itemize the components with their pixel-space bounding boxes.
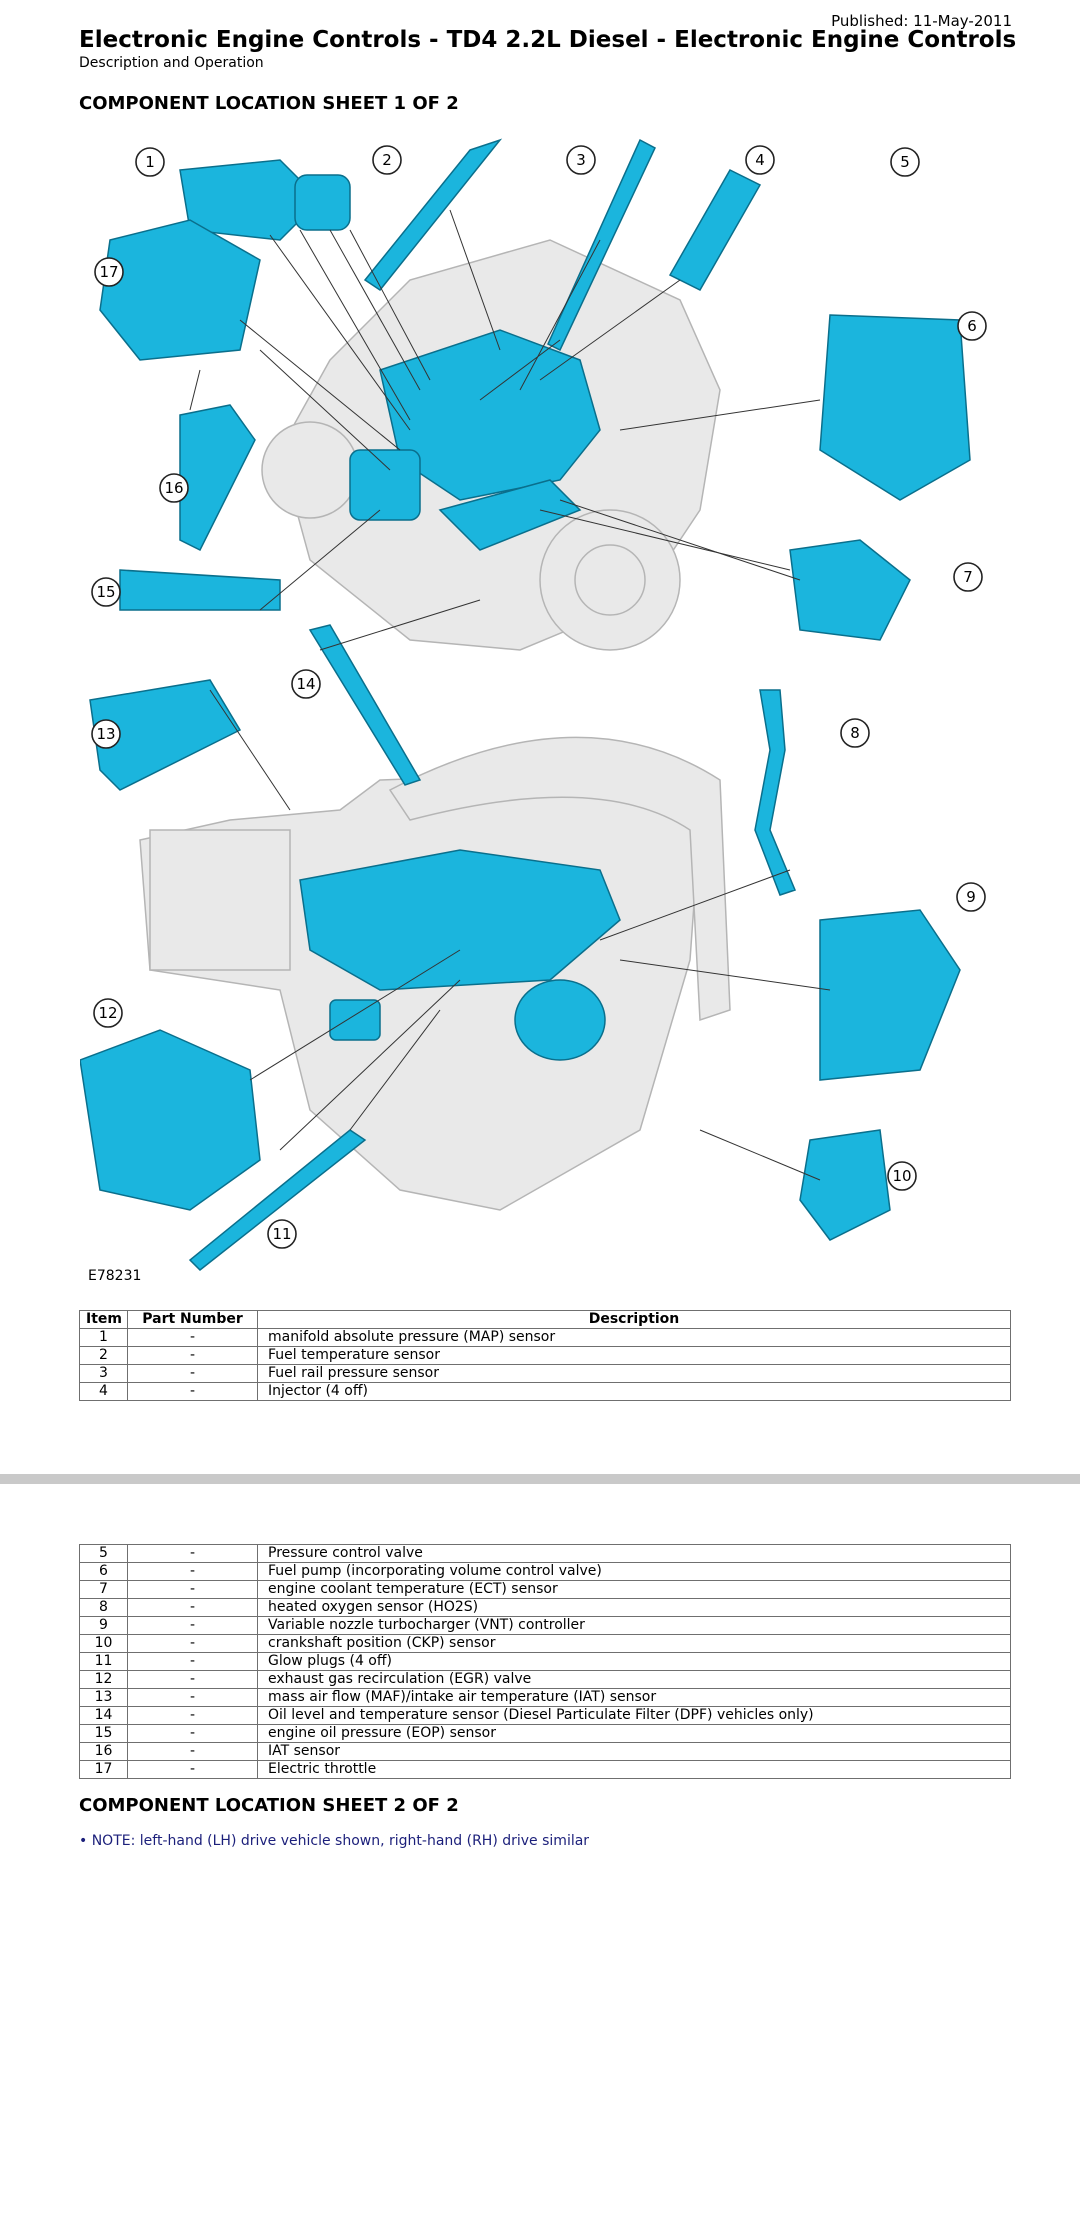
svg-text:15: 15 bbox=[96, 583, 115, 601]
table-row: 7-engine coolant temperature (ECT) senso… bbox=[79, 1580, 1011, 1599]
leader-lines bbox=[189, 209, 831, 1181]
svg-text:4: 4 bbox=[755, 151, 765, 169]
table-row: 13-mass air flow (MAF)/intake air temper… bbox=[79, 1688, 1011, 1707]
table-row: 2-Fuel temperature sensor bbox=[79, 1346, 1011, 1365]
header-description: Description bbox=[257, 1310, 1011, 1329]
section-heading-sheet-2: COMPONENT LOCATION SHEET 2 OF 2 bbox=[79, 1795, 459, 1816]
header-item: Item bbox=[79, 1310, 128, 1329]
callout-15: 15 bbox=[91, 577, 121, 607]
callout-3: 3 bbox=[566, 145, 596, 175]
callout-14: 14 bbox=[291, 669, 321, 699]
svg-text:3: 3 bbox=[576, 151, 586, 169]
table-row: 6-Fuel pump (incorporating volume contro… bbox=[79, 1562, 1011, 1581]
svg-text:9: 9 bbox=[966, 888, 976, 906]
svg-text:5: 5 bbox=[900, 153, 910, 171]
svg-text:16: 16 bbox=[164, 479, 183, 497]
svg-text:14: 14 bbox=[296, 675, 315, 693]
table-row: 10-crankshaft position (CKP) sensor bbox=[79, 1634, 1011, 1653]
drive-note: • NOTE: left-hand (LH) drive vehicle sho… bbox=[79, 1833, 590, 1849]
callout-4: 4 bbox=[745, 145, 775, 175]
component-parts bbox=[80, 138, 971, 1272]
table-row: 12-exhaust gas recirculation (EGR) valve bbox=[79, 1670, 1011, 1689]
table-header-row: Item Part Number Description bbox=[79, 1310, 1011, 1329]
component-location-diagram: 1 2 3 4 5 6 7 8 9 10 11 12 13 14 15 16 1… bbox=[80, 138, 987, 1272]
svg-text:6: 6 bbox=[967, 317, 977, 335]
figure-reference: E78231 bbox=[88, 1268, 142, 1284]
callout-17: 17 bbox=[94, 257, 124, 287]
callout-13: 13 bbox=[91, 719, 121, 749]
callout-12: 12 bbox=[93, 998, 123, 1028]
callout-8: 8 bbox=[840, 718, 870, 748]
callout-2: 2 bbox=[372, 145, 402, 175]
table-row: 11-Glow plugs (4 off) bbox=[79, 1652, 1011, 1671]
callout-1: 1 bbox=[135, 147, 165, 177]
table-row: 9-Variable nozzle turbocharger (VNT) con… bbox=[79, 1616, 1011, 1635]
table-row: 3-Fuel rail pressure sensor bbox=[79, 1364, 1011, 1383]
table-row: 14-Oil level and temperature sensor (Die… bbox=[79, 1706, 1011, 1725]
document-page-1: Published: 11-May-2011 Electronic Engine… bbox=[0, 0, 1080, 1474]
callout-11: 11 bbox=[267, 1219, 297, 1249]
engine-upper-components bbox=[349, 329, 601, 551]
svg-text:8: 8 bbox=[850, 724, 860, 742]
svg-text:10: 10 bbox=[892, 1167, 911, 1185]
callout-6: 6 bbox=[957, 311, 987, 341]
table-row: 5-Pressure control valve bbox=[79, 1544, 1011, 1563]
svg-text:2: 2 bbox=[382, 151, 392, 169]
page-subtitle: Description and Operation bbox=[79, 55, 264, 71]
table-row: 16-IAT sensor bbox=[79, 1742, 1011, 1761]
page-divider bbox=[0, 1474, 1080, 1484]
callout-10: 10 bbox=[887, 1161, 917, 1191]
callout-5: 5 bbox=[890, 147, 920, 177]
component-table-part-1: Item Part Number Description 1-manifold … bbox=[79, 1310, 1011, 1401]
table-row: 4-Injector (4 off) bbox=[79, 1382, 1011, 1401]
callout-7: 7 bbox=[953, 562, 983, 592]
svg-text:12: 12 bbox=[98, 1004, 117, 1022]
table-row: 1-manifold absolute pressure (MAP) senso… bbox=[79, 1328, 1011, 1347]
svg-text:17: 17 bbox=[99, 263, 118, 281]
header-part-number: Part Number bbox=[127, 1310, 258, 1329]
table-row: 8-heated oxygen sensor (HO2S) bbox=[79, 1598, 1011, 1617]
published-date: Published: 11-May-2011 bbox=[831, 12, 1012, 30]
table-row: 17-Electric throttle bbox=[79, 1760, 1011, 1779]
table-row: 15-engine oil pressure (EOP) sensor bbox=[79, 1724, 1011, 1743]
component-table-part-2: 5-Pressure control valve 6-Fuel pump (in… bbox=[79, 1544, 1011, 1779]
svg-text:13: 13 bbox=[96, 725, 115, 743]
engine-lower-components bbox=[299, 849, 621, 1061]
page-title: Electronic Engine Controls - TD4 2.2L Di… bbox=[79, 27, 1017, 53]
svg-text:11: 11 bbox=[272, 1225, 291, 1243]
callout-16: 16 bbox=[159, 473, 189, 503]
callout-9: 9 bbox=[956, 882, 986, 912]
svg-text:1: 1 bbox=[145, 153, 155, 171]
section-heading-sheet-1: COMPONENT LOCATION SHEET 1 OF 2 bbox=[79, 93, 459, 114]
svg-text:7: 7 bbox=[963, 568, 973, 586]
